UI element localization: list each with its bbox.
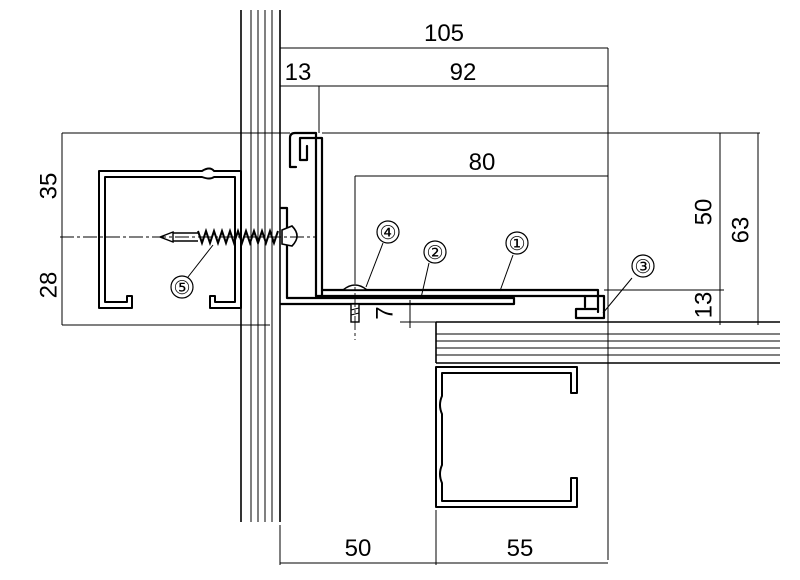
angle-bracket-part-2 bbox=[279, 206, 516, 306]
dimension-lines bbox=[61, 47, 760, 565]
left-steel-stud bbox=[98, 167, 242, 309]
dimension-55: 55 bbox=[507, 535, 534, 562]
callout-label-5: ⑤ bbox=[173, 278, 190, 299]
dimension-50-bottom: 50 bbox=[345, 535, 372, 562]
callout-circle-5 bbox=[170, 275, 194, 299]
callout-label-2: ② bbox=[426, 243, 443, 264]
callout-label-1: ① bbox=[508, 234, 525, 255]
dimension-80: 80 bbox=[469, 149, 496, 176]
callout-circle-3 bbox=[631, 254, 655, 278]
callout-circle-4 bbox=[376, 220, 400, 244]
dimension-63: 63 bbox=[727, 217, 754, 244]
dimension-92: 92 bbox=[450, 59, 477, 86]
dimension-50-right: 50 bbox=[690, 199, 717, 226]
bottom-steel-stud bbox=[435, 366, 578, 508]
callout-label-4: ④ bbox=[379, 223, 396, 244]
callout-leaders bbox=[187, 242, 633, 314]
dimension-28: 28 bbox=[35, 272, 62, 299]
vertical-wall-boards bbox=[240, 10, 281, 522]
callout-label-3: ③ bbox=[634, 257, 651, 278]
drill-screw-part-5 bbox=[60, 225, 315, 247]
trim-profile-part-1 bbox=[288, 131, 606, 320]
callout-circles bbox=[170, 220, 655, 299]
dimension-13-right: 13 bbox=[690, 292, 717, 319]
pan-head-screw-part-4 bbox=[340, 270, 370, 340]
dimension-7: 7 bbox=[371, 306, 398, 319]
dimension-35: 35 bbox=[35, 173, 62, 200]
callout-circle-1 bbox=[505, 231, 529, 255]
callout-circle-2 bbox=[423, 240, 447, 264]
dimension-105: 105 bbox=[424, 20, 464, 47]
dimension-13-top: 13 bbox=[285, 59, 312, 86]
